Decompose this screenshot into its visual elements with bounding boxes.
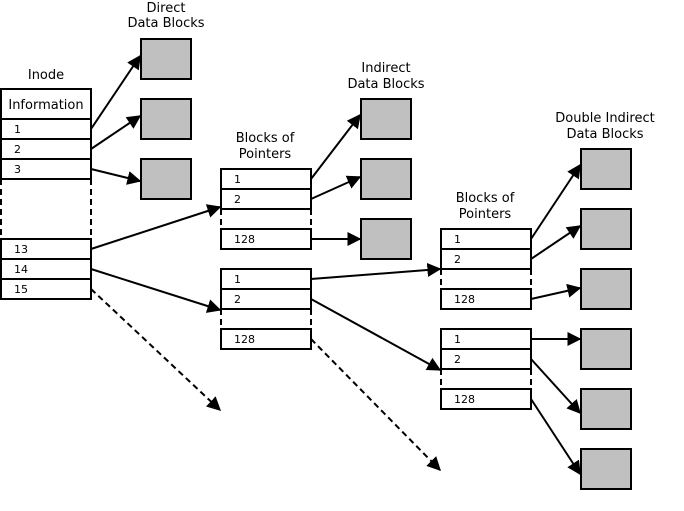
arrow-double-indirect [90, 268, 222, 313]
pointer-entry-128-label: 128 [234, 333, 255, 346]
pointer-entry-128-label: 128 [454, 293, 475, 306]
arrow-double-a-1 [530, 163, 581, 240]
double-indirect-data-block-3 [580, 268, 632, 310]
direct-data-block-2 [140, 98, 192, 140]
double-indirect-data-block-2 [580, 208, 632, 250]
pointer-entry-1-label: 1 [454, 233, 461, 246]
pointer-entry-2-label: 2 [234, 193, 241, 206]
pointer-entry-1-label: 1 [234, 173, 241, 186]
arrow-double-b-2 [530, 358, 581, 415]
pointers-title-1-line2: Pointers [239, 147, 292, 162]
arrow-indirect-2 [310, 175, 362, 200]
pointer-block-double-level2-a: 1 2 128 [440, 228, 532, 310]
indirect-blocks-title-2: Data Blocks [347, 77, 424, 92]
pointer-block-double-level2-b: 1 2 128 [440, 328, 532, 410]
inode-entry-15-label: 15 [14, 283, 28, 296]
indirect-data-block-3 [360, 218, 412, 260]
pointer-entry-128-label: 128 [454, 393, 475, 406]
pointers-title-2-line1: Blocks of [456, 191, 515, 206]
pointer-block-single: 1 2 128 [220, 168, 312, 250]
arrow-triple-indirect-dashed [90, 288, 222, 411]
pointer-entry-2-label: 2 [454, 353, 461, 366]
arrow-double-b-128 [530, 398, 581, 476]
pointer-entry-2-label: 2 [454, 253, 461, 266]
arrow-single-indirect [90, 204, 222, 250]
pointers-title-2-line2: Pointers [459, 207, 512, 222]
direct-blocks-title-2: Data Blocks [127, 16, 204, 31]
double-indirect-data-block-4 [580, 328, 632, 370]
inode-title: Inode [28, 68, 64, 83]
pointer-block-double-level1: 1 2 128 [220, 268, 312, 350]
pointer-entry-1-label: 1 [454, 333, 461, 346]
double-indirect-data-block-6 [580, 448, 632, 490]
inode-entry-13-label: 13 [14, 243, 28, 256]
indirect-data-block-2 [360, 158, 412, 200]
arrow-double-l1-2 [310, 298, 442, 371]
pointers-title-1-line1: Blocks of [236, 131, 295, 146]
arrow-double-a-128 [530, 283, 582, 300]
inode-information-label: Information [8, 98, 83, 113]
arrow-double-a-2 [530, 225, 582, 260]
inode-table: Information 1 2 3 13 14 15 [0, 88, 92, 300]
double-indirect-title-2: Data Blocks [566, 127, 643, 142]
arrow-double-l1-1 [310, 262, 442, 280]
inode-entry-14-label: 14 [14, 263, 28, 276]
arrow-double-l1-128-dashed [310, 338, 441, 471]
direct-blocks-title-1: Direct [147, 1, 186, 16]
indirect-data-block-1 [360, 98, 412, 140]
arrow-indirect-1 [310, 113, 361, 180]
inode-entry-1-label: 1 [14, 123, 21, 136]
arrow-direct-2 [90, 115, 142, 150]
direct-data-block-1 [140, 38, 192, 80]
double-indirect-data-block-1 [580, 148, 632, 190]
double-indirect-data-block-5 [580, 388, 632, 430]
pointer-entry-1-label: 1 [234, 273, 241, 286]
pointer-entry-2-label: 2 [234, 293, 241, 306]
arrow-direct-1 [90, 54, 141, 130]
arrow-direct-3 [90, 168, 142, 185]
inode-entry-2-label: 2 [14, 143, 21, 156]
direct-data-block-3 [140, 158, 192, 200]
double-indirect-title-1: Double Indirect [555, 111, 654, 126]
pointer-entry-128-label: 128 [234, 233, 255, 246]
indirect-blocks-title-1: Indirect [361, 61, 410, 76]
inode-entry-3-label: 3 [14, 163, 21, 176]
